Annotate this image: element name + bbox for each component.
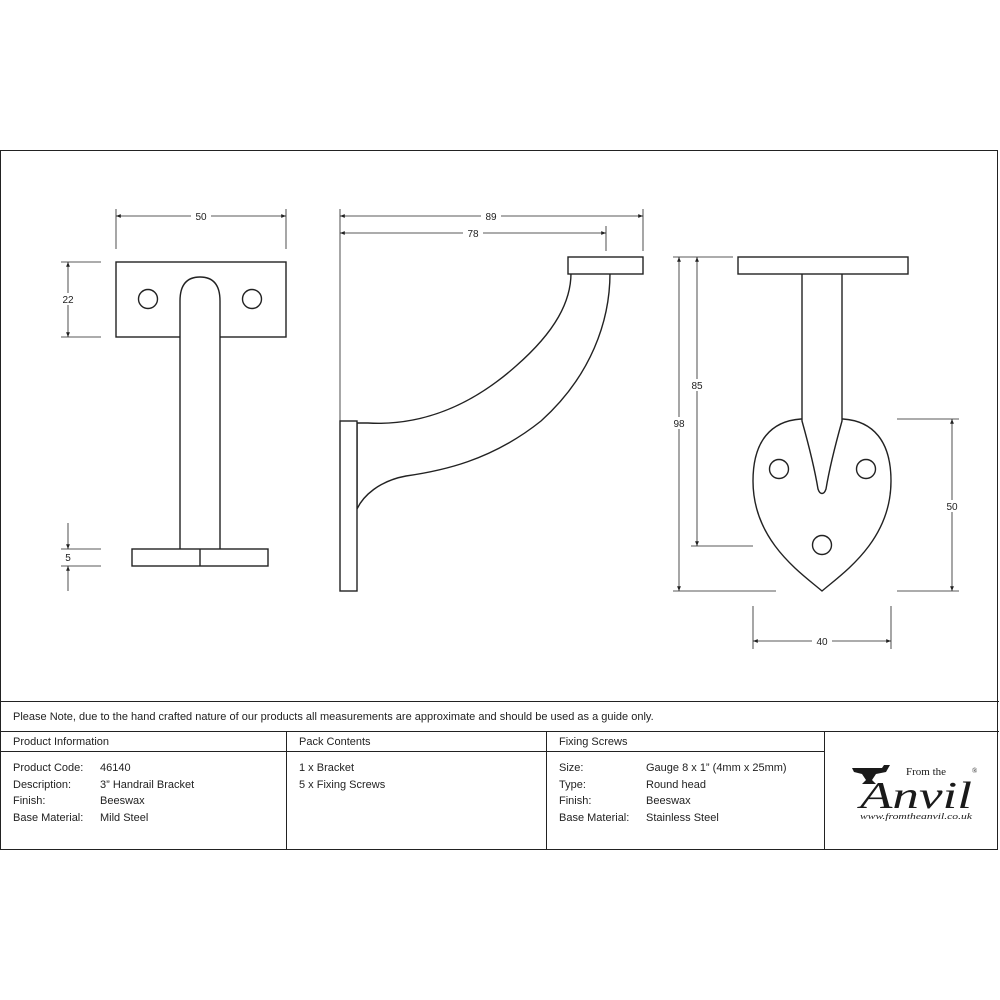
rear-stem xyxy=(801,273,843,495)
rear-top-plate xyxy=(737,256,909,275)
rear-screw-hole-bottom xyxy=(811,534,833,556)
front-stem xyxy=(179,276,221,549)
dim-plate-height: 50 xyxy=(946,502,958,513)
dim-rear-total-height: 98 xyxy=(673,419,685,430)
screw-size-value: Gauge 8 x 1” (4mm x 25mm) xyxy=(646,762,787,774)
pack-contents-section: Pack Contents 1 x Bracket 5 x Fixing Scr… xyxy=(287,732,547,850)
dim-front-foot-thickness: 5 xyxy=(65,553,71,564)
finish-label: Finish: xyxy=(13,795,46,807)
logo-brand: Anvil xyxy=(856,775,972,817)
pack-item-bracket: 1 x Bracket xyxy=(299,762,355,774)
product-information-section: Product Information Product Code: 46140 … xyxy=(1,732,287,850)
anvil-icon xyxy=(852,765,890,784)
from-the-anvil-logo: From the Anvil ® www.fromtheanvil.co.uk xyxy=(824,732,998,850)
screw-size-label: Size: xyxy=(559,762,584,774)
dim-rear-height-to-plate: 85 xyxy=(691,381,703,392)
rear-view xyxy=(737,256,909,592)
technical-drawing: 50 22 5 89 78 xyxy=(59,209,962,649)
side-rail-plate xyxy=(567,256,644,275)
fixing-screws-section: Fixing Screws Size: Gauge 8 x 1” (4mm x … xyxy=(547,732,825,850)
screw-type-value: Round head xyxy=(646,778,706,791)
logo-url: www.fromtheanvil.co.uk xyxy=(860,812,973,821)
dim-side-total-projection: 89 xyxy=(485,212,497,223)
pack-item-fixing-screws: 5 x Fixing Screws xyxy=(299,778,386,791)
product-code-label: Product Code: xyxy=(13,762,84,774)
logo-from-the: From the xyxy=(906,766,946,778)
measurement-note-row: Please Note, due to the hand crafted nat… xyxy=(1,701,999,731)
product-information-heading: Product Information xyxy=(13,736,109,748)
base-material-value: Mild Steel xyxy=(100,811,149,824)
front-screw-hole-left xyxy=(137,288,159,310)
side-view xyxy=(339,256,644,592)
dim-plate-width: 40 xyxy=(816,637,828,648)
drawing-sheet: 50 22 5 89 78 xyxy=(0,150,999,851)
screw-type-label: Type: xyxy=(559,778,586,791)
pack-contents-heading: Pack Contents xyxy=(299,736,371,748)
rear-screw-hole-left xyxy=(768,458,790,480)
description-value: 3” Handrail Bracket xyxy=(100,778,195,791)
screw-base-material-value: Stainless Steel xyxy=(646,811,719,824)
screw-base-material-label: Base Material: xyxy=(559,811,630,824)
fixing-screws-heading: Fixing Screws xyxy=(559,736,628,748)
dim-side-arm-projection: 78 xyxy=(467,229,479,240)
description-label: Description: xyxy=(13,778,72,791)
dim-front-width: 50 xyxy=(195,212,207,223)
screw-finish-value: Beeswax xyxy=(646,795,691,807)
measurement-note: Please Note, due to the hand crafted nat… xyxy=(13,711,654,723)
base-material-label: Base Material: xyxy=(13,811,84,824)
side-arm xyxy=(356,272,611,510)
side-wall-plate xyxy=(339,420,358,592)
product-code-value: 46140 xyxy=(100,762,131,774)
screw-finish-label: Finish: xyxy=(559,795,592,807)
logo-registered-mark: ® xyxy=(972,767,978,775)
front-screw-hole-right xyxy=(241,288,263,310)
rear-screw-hole-right xyxy=(855,458,877,480)
dim-front-plate-height: 22 xyxy=(62,295,74,306)
info-table: Product Information Product Code: 46140 … xyxy=(1,731,999,851)
finish-value: Beeswax xyxy=(100,795,145,807)
front-view xyxy=(115,261,287,567)
